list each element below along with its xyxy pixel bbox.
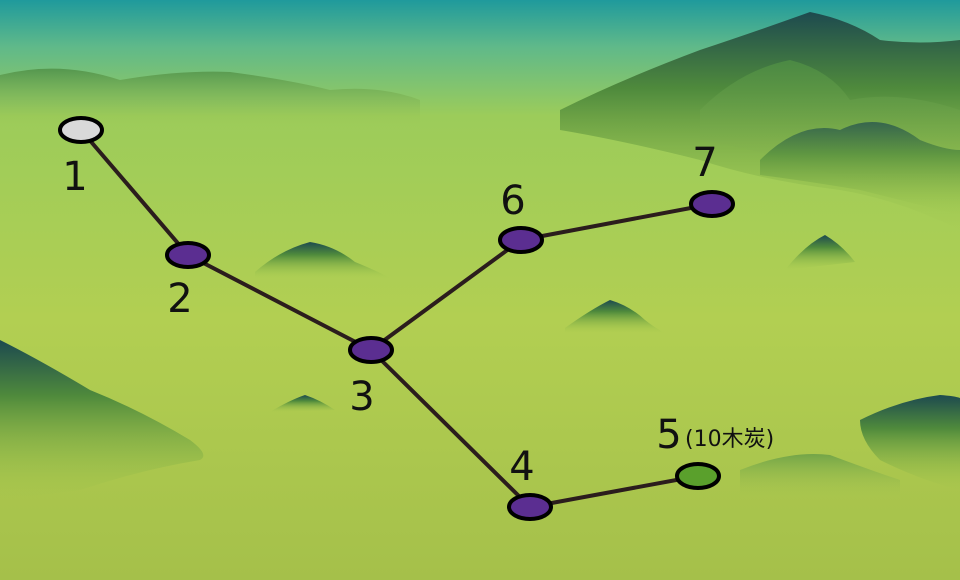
- stage-labels: 1 2 3 4 5(10木炭) 6 7: [62, 140, 774, 490]
- stage-note-5: (10木炭): [685, 427, 774, 452]
- path-3-4: [369, 348, 532, 509]
- path-6-7: [519, 202, 714, 242]
- path-lines: [79, 128, 714, 509]
- stage-label-6: 6: [500, 178, 525, 224]
- path-4-5: [528, 474, 700, 509]
- stage-label-5: 5: [656, 412, 681, 458]
- stage-label-4: 4: [509, 444, 534, 490]
- stage-label-1: 1: [62, 154, 87, 200]
- stage-node-2[interactable]: [165, 241, 211, 269]
- stage-label-7: 7: [692, 140, 717, 186]
- stage-label-2: 2: [167, 276, 192, 322]
- stage-node-3[interactable]: [348, 336, 394, 364]
- stage-label-3: 3: [349, 374, 374, 420]
- path-3-6: [369, 238, 523, 352]
- stage-node-6[interactable]: [498, 226, 544, 254]
- stage-node-7[interactable]: [689, 190, 735, 218]
- stage-node-1[interactable]: [58, 116, 104, 144]
- path-1-2: [79, 128, 190, 257]
- stage-node-5[interactable]: [675, 462, 721, 490]
- stage-nodes: [58, 116, 735, 521]
- path-2-3: [186, 253, 373, 352]
- stage-node-4[interactable]: [507, 493, 553, 521]
